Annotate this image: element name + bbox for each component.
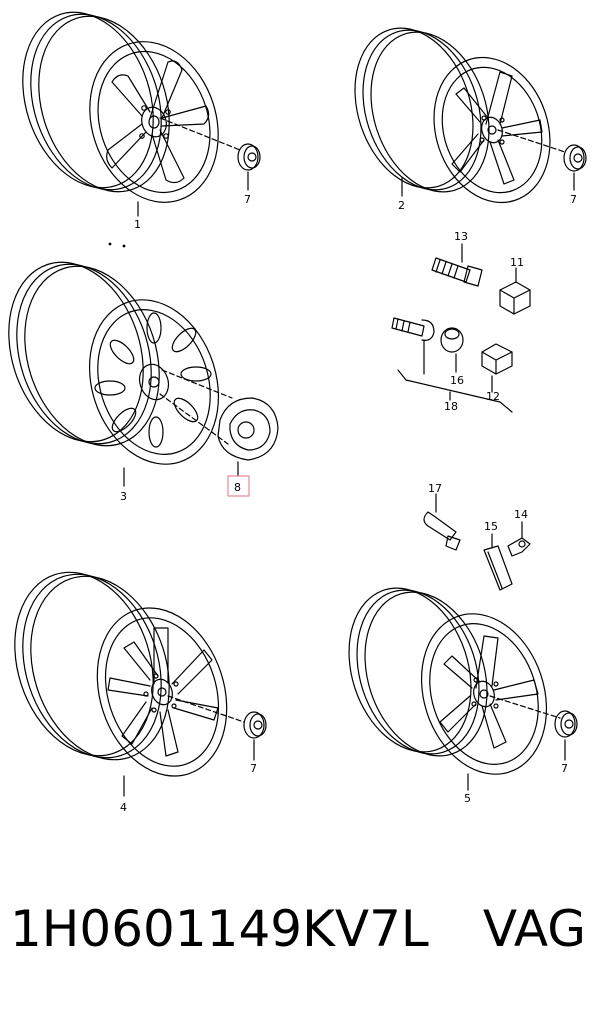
wheel-2 [354, 27, 566, 204]
callout-14: 14 [514, 508, 528, 521]
callout-8-highlight [227, 475, 250, 497]
wheel-3 [8, 261, 233, 487]
callout-18: 18 [444, 400, 458, 413]
callout-4: 4 [120, 801, 127, 814]
callout-7c: 7 [250, 762, 257, 775]
part-number: 1H0601149KV7L [10, 900, 429, 958]
callout-17: 17 [428, 482, 442, 495]
footer: 1H0601149KV7L VAG [0, 895, 600, 975]
callout-15: 15 [484, 520, 498, 533]
callout-12: 12 [486, 390, 500, 403]
sensor-15 [483, 533, 513, 591]
callout-11: 11 [510, 256, 524, 269]
nut-12 [481, 343, 513, 393]
center-cap-7a [237, 143, 261, 191]
center-cap-7d [554, 710, 578, 761]
callout-3: 3 [120, 490, 127, 503]
bolt-13 [431, 243, 483, 287]
screw-14 [507, 521, 531, 557]
bracket-18 [397, 369, 513, 413]
bolt-set-16 [391, 317, 464, 375]
wheel-5 [348, 587, 561, 791]
callout-5: 5 [464, 792, 471, 805]
callout-8: 8 [234, 481, 241, 494]
hub-cap-8 [217, 397, 279, 477]
callout-13: 13 [454, 230, 468, 243]
brand-name: VAG [482, 900, 586, 958]
callout-1: 1 [134, 218, 141, 231]
wheel-4 [14, 571, 245, 797]
callout-7a: 7 [244, 193, 251, 206]
wheel-parts-diagram: 1 7 2 7 13 11 16 12 18 3 8 17 15 14 7 7 … [8, 11, 587, 814]
valve-17 [423, 493, 461, 551]
center-cap-7c [243, 711, 267, 761]
center-cap-7b [563, 144, 587, 191]
nut-11 [499, 267, 531, 315]
callout-7d: 7 [561, 762, 568, 775]
wheel-1 [22, 11, 241, 217]
callout-2: 2 [398, 199, 405, 212]
callout-7b: 7 [570, 193, 577, 206]
callout-16: 16 [450, 374, 464, 387]
